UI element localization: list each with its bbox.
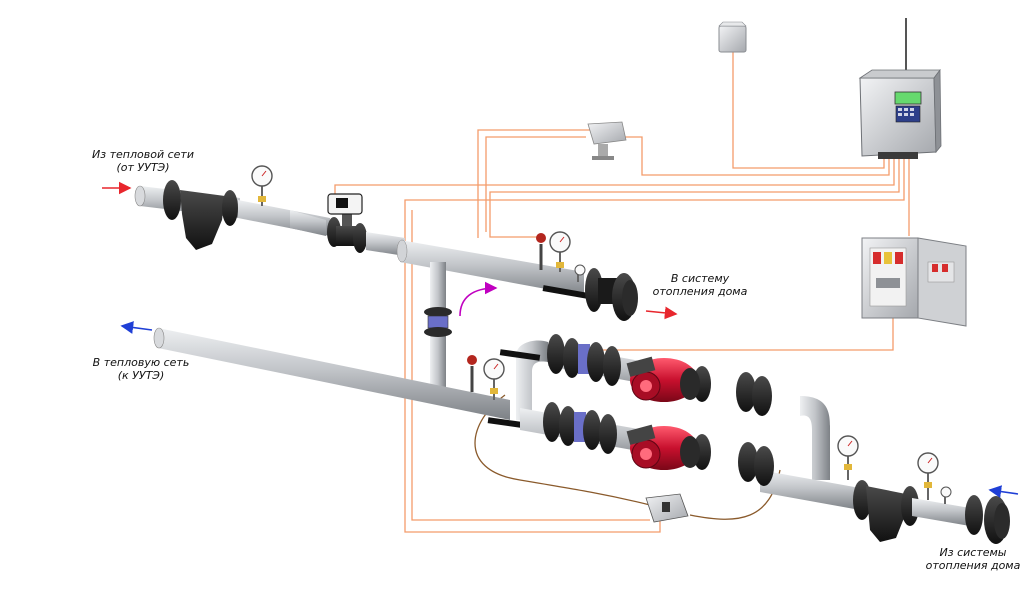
bypass-flow-arrow bbox=[459, 281, 498, 317]
arrow-return-out bbox=[120, 321, 153, 334]
junction-box bbox=[587, 121, 627, 160]
label-supply-in-line1: Из тепловой сети bbox=[92, 148, 194, 161]
circulation-pump-upper bbox=[626, 356, 700, 402]
pressure-gauge-return bbox=[483, 358, 505, 400]
control-valve bbox=[327, 193, 367, 253]
controller-display bbox=[894, 91, 922, 105]
flanges-lower bbox=[543, 402, 774, 486]
strainer-filter bbox=[180, 190, 225, 250]
signal-wires bbox=[334, 52, 910, 533]
circulation-pump-lower bbox=[626, 424, 700, 470]
check-valve-upper bbox=[578, 344, 590, 374]
temperature-sensor-return bbox=[467, 355, 477, 392]
pressure-gauge-return-inlet bbox=[917, 452, 939, 500]
supply-pipeline bbox=[134, 180, 638, 321]
label-return-out-line1: В тепловую сеть bbox=[92, 356, 190, 369]
label-return-in: Из системы отопления дома bbox=[924, 546, 1022, 572]
controller-unit bbox=[858, 18, 942, 159]
label-supply-out: В систему отопления дома bbox=[650, 272, 750, 298]
label-supply-in: Из тепловой сети (от УУТЭ) bbox=[84, 148, 202, 174]
check-valve bbox=[427, 315, 449, 329]
label-return-in-line1: Из системы bbox=[939, 546, 1007, 559]
label-return-out-line2: (к УУТЭ) bbox=[117, 369, 165, 382]
outdoor-temperature-sensor bbox=[718, 21, 747, 53]
pressure-gauge-supply-outlet bbox=[549, 231, 571, 272]
return-inlet-pipeline bbox=[853, 480, 1010, 544]
thermometer-supply bbox=[574, 264, 586, 282]
arrow-return-in bbox=[988, 485, 1019, 498]
temperature-sensor-supply bbox=[536, 233, 546, 270]
check-valve-lower bbox=[574, 412, 586, 442]
label-supply-out-line1: В систему bbox=[670, 272, 730, 285]
label-supply-in-line2: (от УУТЭ) bbox=[116, 161, 170, 174]
label-supply-out-line2: отопления дома bbox=[652, 285, 748, 298]
pressure-gauge-return-mid bbox=[837, 435, 859, 480]
strainer-filter-return bbox=[866, 486, 906, 542]
label-return-out: В тепловую сеть (к УУТЭ) bbox=[86, 356, 196, 382]
arrow-supply-out bbox=[645, 306, 678, 320]
return-pipeline bbox=[153, 327, 529, 429]
differential-pressure-switch bbox=[645, 493, 689, 523]
bypass-pipe bbox=[424, 262, 452, 402]
electrical-cabinet bbox=[861, 237, 967, 327]
pressure-gauge-supply-inlet bbox=[251, 165, 273, 206]
thermometer-return bbox=[940, 486, 952, 504]
label-return-in-line2: отопления дома bbox=[925, 559, 1021, 572]
